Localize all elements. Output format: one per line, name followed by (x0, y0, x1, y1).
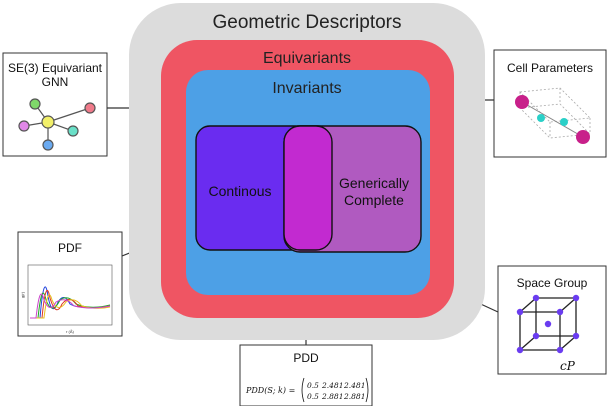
pdd-cell: 0.5 (307, 381, 319, 390)
pdd-cell: 2.481 (321, 381, 343, 390)
pdd-matrix: 0.5 2.481 2.481 0.5 2.881 2.881 (301, 377, 369, 403)
pdf-ylabel: g(r) (20, 291, 25, 298)
region-label-equivariants: Equivariants (263, 50, 351, 67)
gnn-title-2: GNN (42, 75, 69, 89)
set-label-continuous: Continous (208, 183, 271, 199)
space-group-caption: cP (560, 359, 576, 373)
graph-icon (18, 98, 96, 151)
gnn-title-1: SE(3) Equivariant (8, 61, 103, 75)
pdf-plot-icon: r (Å) g(r) (20, 264, 113, 334)
set-label-generically-complete-2: Complete (344, 192, 404, 208)
cubic-lattice-icon (516, 294, 580, 354)
pdf-xlabel: r (Å) (66, 329, 74, 334)
unit-cell-icon (515, 87, 591, 144)
region-label-geometric-descriptors: Geometric Descriptors (213, 12, 402, 33)
example-pdd: PDD PDD(S; k) = 0.5 2.481 2.481 0.5 2.88… (239, 344, 373, 406)
space-group-title: Space Group (517, 276, 588, 290)
set-overlap (283, 125, 333, 251)
pdd-formula: PDD(S; k) = (245, 386, 295, 395)
example-space-group: Space Group cP (497, 265, 607, 375)
pdd-title: PDD (293, 351, 319, 365)
example-pdf: PDF r (Å) g(r) (17, 231, 123, 337)
pdd-cell: 2.481 (343, 381, 365, 390)
pdf-title: PDF (58, 241, 82, 255)
pdd-cell: 0.5 (307, 392, 319, 401)
pdd-cell: 2.881 (343, 392, 365, 401)
region-label-invariants: Invariants (272, 80, 341, 97)
example-gnn: SE(3) Equivariant GNN (2, 52, 108, 157)
set-label-generically-complete-1: Generically (339, 175, 409, 191)
example-cell-parameters: Cell Parameters (493, 49, 607, 158)
pdd-cell: 2.881 (321, 392, 343, 401)
cell-title: Cell Parameters (507, 61, 593, 75)
